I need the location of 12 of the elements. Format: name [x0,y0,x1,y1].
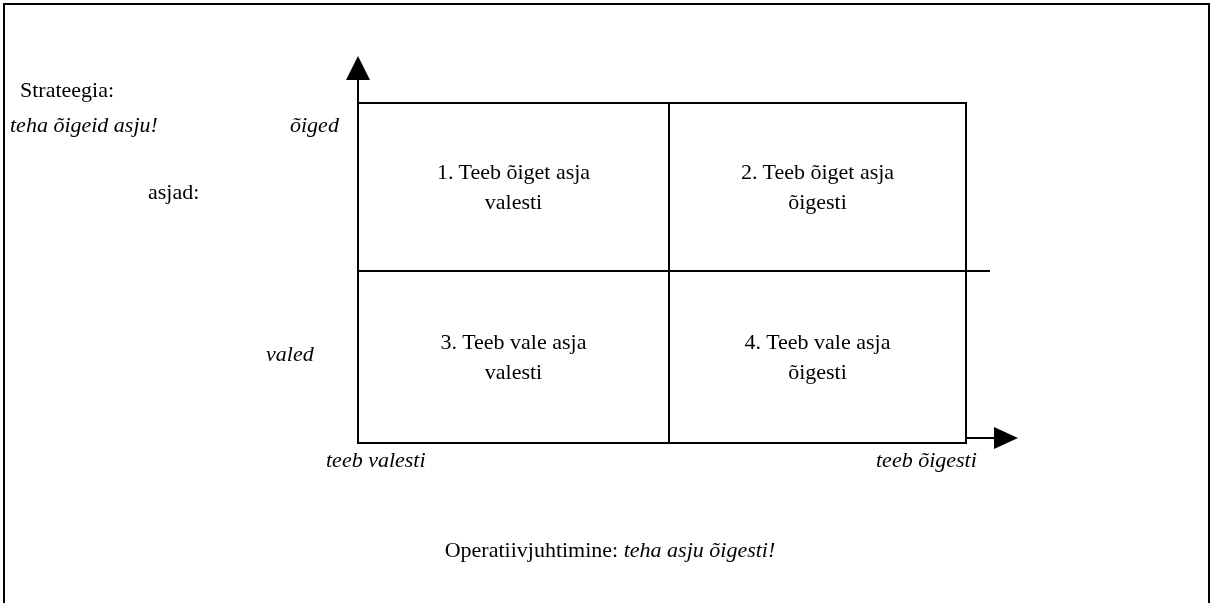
axis-label: Operatiivjuhtimine: teha asju õigesti! [443,536,777,564]
quadrant-cell: 2. Teeb õiget asja õigesti [668,102,967,272]
quadrant-cell: 4. Teeb vale asja õigesti [668,270,967,444]
axis-label: õiged [290,111,339,139]
axis-label: asjad: [148,178,200,206]
axis-label: valed [266,340,314,368]
axis-label: teeb õigesti [876,446,977,474]
quadrant-cell: 1. Teeb õiget asja valesti [357,102,670,272]
axis-label: teeb valesti [326,446,426,474]
quadrant-cell: 3. Teeb vale asja valesti [357,270,670,444]
axis-label: Strateegia: [20,76,115,104]
axis-label: teha õigeid asju! [10,111,158,139]
